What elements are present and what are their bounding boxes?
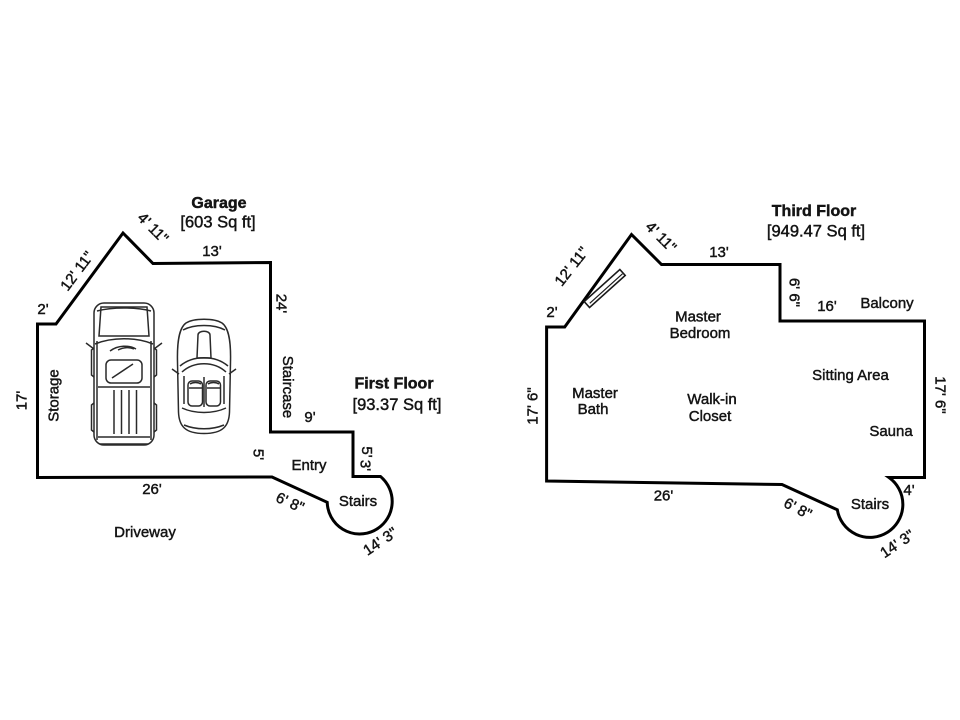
svg-text:12' 11": 12' 11" bbox=[552, 244, 593, 290]
svg-text:9': 9' bbox=[304, 409, 315, 426]
svg-text:14' 3": 14' 3" bbox=[877, 527, 918, 562]
svg-text:6' 8": 6' 8" bbox=[273, 489, 306, 516]
svg-text:Bath: Bath bbox=[578, 401, 609, 418]
svg-text:Entry: Entry bbox=[291, 457, 327, 474]
svg-text:[603 Sq ft]: [603 Sq ft] bbox=[180, 214, 255, 232]
svg-text:Third Floor: Third Floor bbox=[772, 203, 856, 220]
svg-text:13': 13' bbox=[202, 243, 222, 260]
svg-text:Garage: Garage bbox=[191, 195, 246, 212]
svg-text:6' 8": 6' 8" bbox=[781, 495, 815, 524]
svg-text:Storage: Storage bbox=[46, 369, 63, 422]
svg-text:5': 5' bbox=[250, 449, 267, 460]
svg-text:Balcony: Balcony bbox=[860, 295, 914, 312]
svg-text:Master: Master bbox=[675, 309, 721, 326]
svg-text:26': 26' bbox=[654, 488, 674, 505]
svg-text:Driveway: Driveway bbox=[114, 524, 176, 541]
svg-text:13': 13' bbox=[709, 244, 729, 261]
svg-text:5': 5' bbox=[358, 446, 375, 457]
svg-text:Closet: Closet bbox=[689, 408, 732, 425]
svg-text:4' 11": 4' 11" bbox=[134, 209, 172, 247]
svg-text:2': 2' bbox=[546, 304, 557, 321]
svg-text:3': 3' bbox=[357, 460, 374, 471]
svg-text:6' 6": 6' 6" bbox=[786, 278, 803, 307]
svg-text:16': 16' bbox=[817, 298, 837, 315]
svg-text:Bedroom: Bedroom bbox=[670, 325, 731, 342]
svg-text:First Floor: First Floor bbox=[354, 376, 433, 393]
svg-text:[949.47 Sq ft]: [949.47 Sq ft] bbox=[767, 223, 865, 241]
svg-text:17' 6": 17' 6" bbox=[932, 376, 949, 413]
svg-text:24': 24' bbox=[273, 294, 290, 314]
svg-text:26': 26' bbox=[142, 481, 162, 498]
svg-text:2': 2' bbox=[37, 301, 48, 318]
svg-text:14' 3": 14' 3" bbox=[360, 524, 401, 559]
svg-text:4': 4' bbox=[903, 482, 914, 499]
svg-text:Sitting Area: Sitting Area bbox=[812, 367, 889, 384]
svg-text:[93.37 Sq ft]: [93.37 Sq ft] bbox=[353, 396, 442, 414]
svg-text:17' 6": 17' 6" bbox=[525, 387, 542, 424]
svg-text:Sauna: Sauna bbox=[869, 423, 913, 440]
svg-text:12' 11": 12' 11" bbox=[57, 248, 97, 294]
svg-text:Stairs: Stairs bbox=[339, 493, 377, 510]
svg-text:17': 17' bbox=[14, 391, 31, 411]
svg-text:Staircase: Staircase bbox=[279, 356, 296, 419]
svg-text:Master: Master bbox=[572, 385, 618, 402]
svg-text:Walk-in: Walk-in bbox=[687, 391, 736, 408]
svg-text:Stairs: Stairs bbox=[851, 496, 889, 513]
